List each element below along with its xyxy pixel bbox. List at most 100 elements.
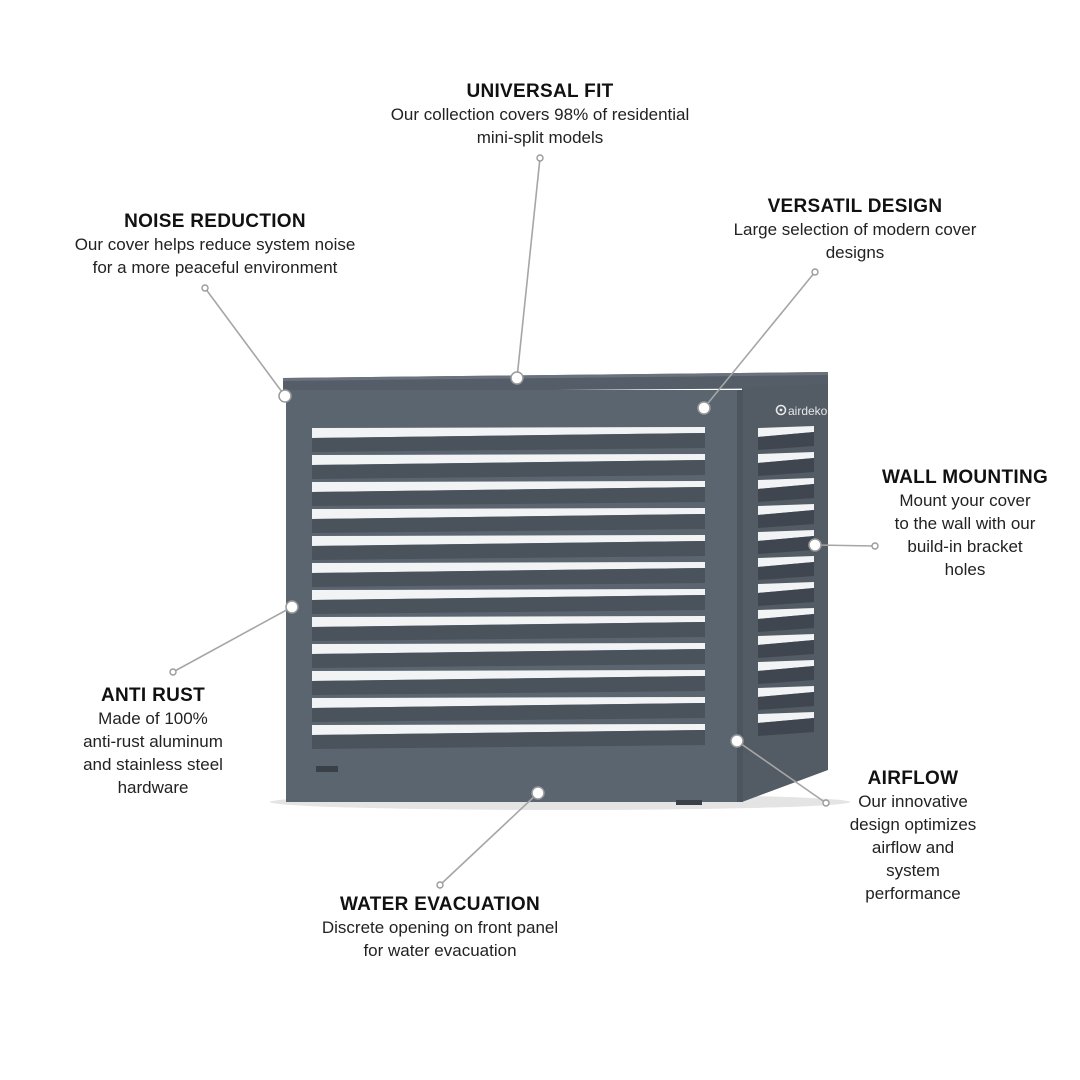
callout-universal-fit: UNIVERSAL FIT Our collection covers 98% …: [340, 80, 740, 149]
callout-description: Large selection of modern cover designs: [690, 218, 1020, 264]
callout-line: anti-rust aluminum: [83, 732, 223, 751]
callout-description: Mount your cover to the wall with our bu…: [860, 489, 1070, 581]
louver-slot: [312, 724, 705, 735]
side-louver-blade: [758, 510, 814, 528]
callout-line: Discrete opening on front panel: [321, 918, 559, 937]
callout-description: Our innovative design optimizes airflow …: [818, 790, 1008, 905]
side-louver-slot: [758, 556, 814, 567]
louver-blade: [312, 649, 705, 668]
callout-title: WALL MOUNTING: [881, 467, 1049, 488]
side-louver-slot: [758, 608, 814, 619]
callout-line: holes: [944, 560, 986, 579]
top-lid-highlight: [283, 372, 828, 381]
leader-line-noise-reduction: [204, 287, 286, 397]
anchor-dot-noise-reduction: [278, 389, 292, 403]
callout-line: Our innovative: [858, 792, 968, 811]
front-edge: [737, 390, 743, 802]
louver-slot: [312, 508, 705, 519]
louver-blade: [312, 568, 705, 587]
side-louver-blade: [758, 692, 814, 710]
side-louver-blade: [758, 614, 814, 632]
anchor-dot-airflow: [730, 734, 744, 748]
callout-versatil-design: VERSATIL DESIGN Large selection of moder…: [690, 195, 1020, 264]
louver-slot: [312, 562, 705, 573]
anchor-dot-water-evacuation: [531, 786, 545, 800]
side-louver-slot: [758, 712, 814, 723]
side-louver-slot: [758, 478, 814, 489]
end-dot-anti-rust: [169, 668, 177, 676]
callout-line: system: [886, 861, 940, 880]
callout-line: to the wall with our: [894, 514, 1036, 533]
leader-line-wall-mounting: [814, 544, 876, 547]
callout-line: Our collection covers 98% of residential: [390, 105, 690, 124]
louver-slot: [312, 481, 705, 492]
callout-title: UNIVERSAL FIT: [466, 81, 614, 102]
callout-description: Made of 100% anti-rust aluminum and stai…: [48, 707, 258, 799]
end-dot-versatil-design: [811, 268, 819, 276]
leader-line-water-evacuation: [439, 792, 539, 886]
callout-line: and stainless steel: [83, 755, 223, 774]
leader-line-versatil-design: [703, 271, 816, 409]
leader-line-airflow: [736, 740, 827, 804]
front-louvers: [312, 427, 705, 749]
anchor-dot-wall-mounting: [808, 538, 822, 552]
callout-line: for a more peaceful environment: [92, 258, 338, 277]
callout-line: for water evacuation: [363, 941, 517, 960]
callout-line: Mount your cover: [899, 491, 1031, 510]
louver-slot: [312, 454, 705, 465]
callout-noise-reduction: NOISE REDUCTION Our cover helps reduce s…: [25, 210, 405, 279]
side-louver-blade: [758, 718, 814, 736]
louver-blade: [312, 487, 705, 506]
side-louvers: [758, 426, 814, 736]
side-louver-blade: [758, 536, 814, 554]
side-louver-slot: [758, 452, 814, 463]
side-louver-slot: [758, 634, 814, 645]
callout-line: build-in bracket: [907, 537, 1023, 556]
louver-blade: [312, 703, 705, 722]
anchor-dot-universal-fit: [510, 371, 524, 385]
callout-title: ANTI RUST: [100, 685, 206, 706]
louver-slot: [312, 697, 705, 708]
leader-line-universal-fit: [516, 157, 541, 379]
anchor-dot-anti-rust: [285, 600, 299, 614]
side-louver-blade: [758, 666, 814, 684]
side-louver-blade: [758, 588, 814, 606]
louver-blade: [312, 460, 705, 479]
callout-line: design optimizes: [849, 815, 977, 834]
foot-right: [676, 800, 702, 805]
side-louver-blade: [758, 640, 814, 658]
end-dot-airflow: [822, 799, 830, 807]
louver-blade: [312, 433, 705, 452]
side-louver-slot: [758, 686, 814, 697]
callout-line: Large selection of modern cover: [733, 220, 977, 239]
callout-title: NOISE REDUCTION: [124, 211, 306, 232]
callout-description: Discrete opening on front panel for wate…: [270, 916, 610, 962]
side-louver-blade: [758, 484, 814, 502]
louver-slot: [312, 427, 705, 438]
callout-water-evacuation: WATER EVACUATION Discrete opening on fro…: [270, 893, 610, 962]
end-dot-water-evacuation: [436, 881, 444, 889]
callout-line: designs: [825, 243, 885, 262]
louver-blade: [312, 676, 705, 695]
side-louver-slot: [758, 530, 814, 541]
callout-line: Made of 100%: [98, 709, 208, 728]
anchor-dot-versatil-design: [697, 401, 711, 415]
callout-line: airflow and: [871, 838, 955, 857]
side-louver-blade: [758, 458, 814, 476]
brand-logo-text: airdeko: [788, 404, 828, 418]
callout-description: Our collection covers 98% of residential…: [340, 103, 740, 149]
callout-airflow: AIRFLOW Our innovative design optimizes …: [818, 767, 1008, 905]
callout-title: VERSATIL DESIGN: [767, 196, 943, 217]
callout-line: Our cover helps reduce system noise: [74, 235, 356, 254]
louver-blade: [312, 730, 705, 749]
end-dot-noise-reduction: [201, 284, 209, 292]
side-louver-slot: [758, 426, 814, 437]
callout-description: Our cover helps reduce system noise for …: [25, 233, 405, 279]
side-louver-blade: [758, 562, 814, 580]
callout-line: performance: [865, 884, 961, 903]
foot-left: [316, 766, 338, 772]
side-louver-slot: [758, 660, 814, 671]
callout-wall-mounting: WALL MOUNTING Mount your cover to the wa…: [860, 466, 1070, 581]
